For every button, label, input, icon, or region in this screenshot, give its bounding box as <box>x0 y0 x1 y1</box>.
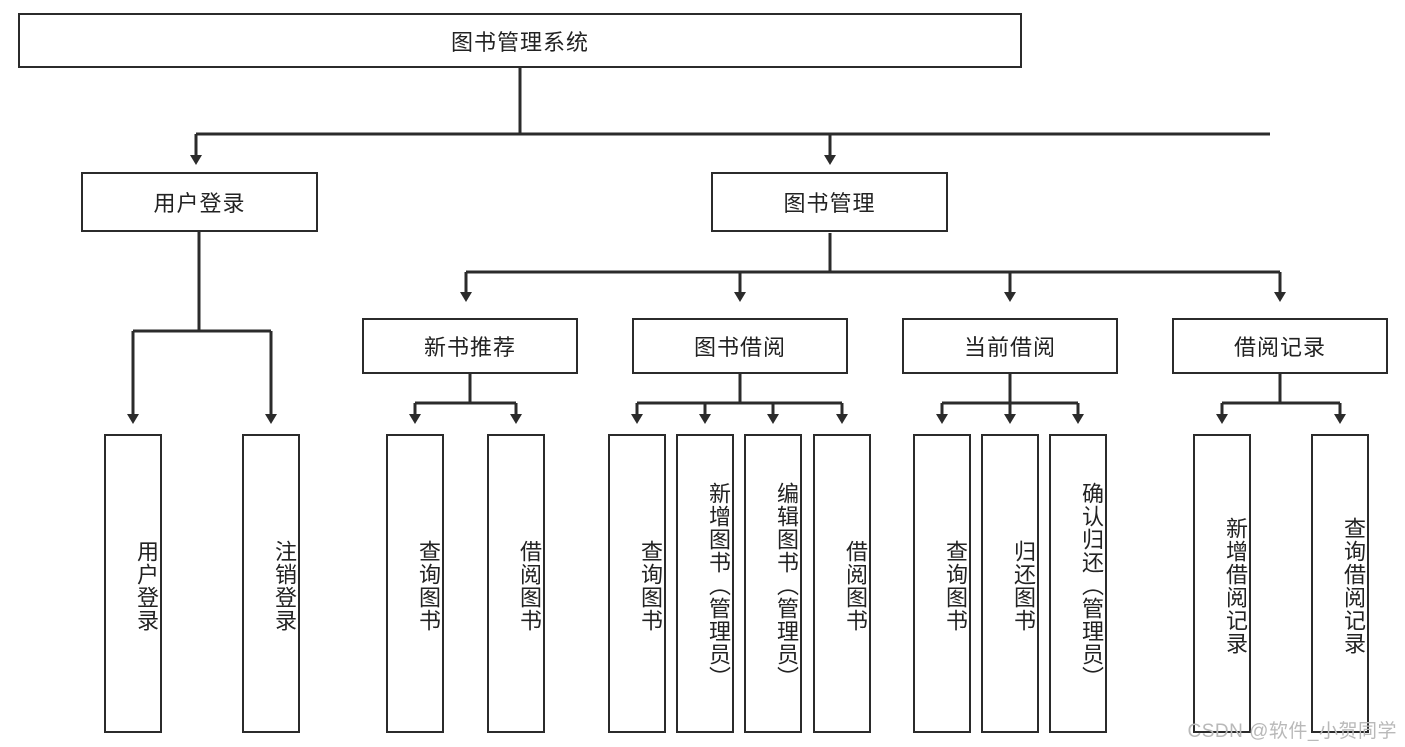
node-book-borrow[interactable]: 图书借阅 <box>632 318 848 374</box>
leaf-add-borrow-record[interactable]: 新增借阅记录 <box>1193 434 1251 733</box>
leaf-confirm-return-admin-label: 确认归还（管理员） <box>1079 482 1104 689</box>
leaf-query-book-current-label: 查询图书 <box>943 539 968 632</box>
leaf-logout[interactable]: 注销登录 <box>242 434 300 733</box>
leaf-borrow-book-recommend-label: 借阅图书 <box>517 539 542 632</box>
node-current-borrow-label: 当前借阅 <box>963 335 1056 360</box>
leaf-user-login[interactable]: 用户登录 <box>104 434 162 733</box>
leaf-borrow-book-borrow-label: 借阅图书 <box>843 539 868 632</box>
leaf-add-book-admin-label: 新增图书（管理员） <box>706 482 731 689</box>
node-borrow-record[interactable]: 借阅记录 <box>1172 318 1388 374</box>
leaf-return-book-label: 归还图书 <box>1011 539 1036 632</box>
leaf-query-borrow-record-label: 查询借阅记录 <box>1341 516 1366 655</box>
leaf-edit-book-admin-label: 编辑图书（管理员） <box>774 482 799 689</box>
leaf-query-borrow-record[interactable]: 查询借阅记录 <box>1311 434 1369 733</box>
node-new-book-recommend-label: 新书推荐 <box>423 335 516 360</box>
leaf-query-book-borrow[interactable]: 查询图书 <box>608 434 666 733</box>
leaf-logout-label: 注销登录 <box>272 539 297 632</box>
leaf-query-book-borrow-label: 查询图书 <box>638 539 663 632</box>
leaf-query-book-recommend-label: 查询图书 <box>416 539 441 632</box>
node-new-book-recommend[interactable]: 新书推荐 <box>362 318 578 374</box>
node-user-login[interactable]: 用户登录 <box>81 172 318 232</box>
leaf-add-book-admin[interactable]: 新增图书（管理员） <box>676 434 734 733</box>
node-root-label: 图书管理系统 <box>450 29 589 55</box>
node-current-borrow[interactable]: 当前借阅 <box>902 318 1118 374</box>
leaf-add-borrow-record-label: 新增借阅记录 <box>1223 516 1248 655</box>
leaf-query-book-current[interactable]: 查询图书 <box>913 434 971 733</box>
node-borrow-record-label: 借阅记录 <box>1233 335 1326 360</box>
leaf-user-login-label: 用户登录 <box>134 539 159 632</box>
leaf-borrow-book-recommend[interactable]: 借阅图书 <box>487 434 545 733</box>
node-user-login-label: 用户登录 <box>153 191 246 216</box>
node-book-management-label: 图书管理 <box>783 191 876 216</box>
node-root[interactable]: 图书管理系统 <box>18 13 1022 68</box>
leaf-edit-book-admin[interactable]: 编辑图书（管理员） <box>744 434 802 733</box>
node-book-borrow-label: 图书借阅 <box>693 335 786 360</box>
leaf-return-book[interactable]: 归还图书 <box>981 434 1039 733</box>
watermark-text: CSDN @软件_小贺同学 <box>1187 721 1397 742</box>
leaf-confirm-return-admin[interactable]: 确认归还（管理员） <box>1049 434 1107 733</box>
node-book-management[interactable]: 图书管理 <box>711 172 948 232</box>
leaf-borrow-book-borrow[interactable]: 借阅图书 <box>813 434 871 733</box>
leaf-query-book-recommend[interactable]: 查询图书 <box>386 434 444 733</box>
